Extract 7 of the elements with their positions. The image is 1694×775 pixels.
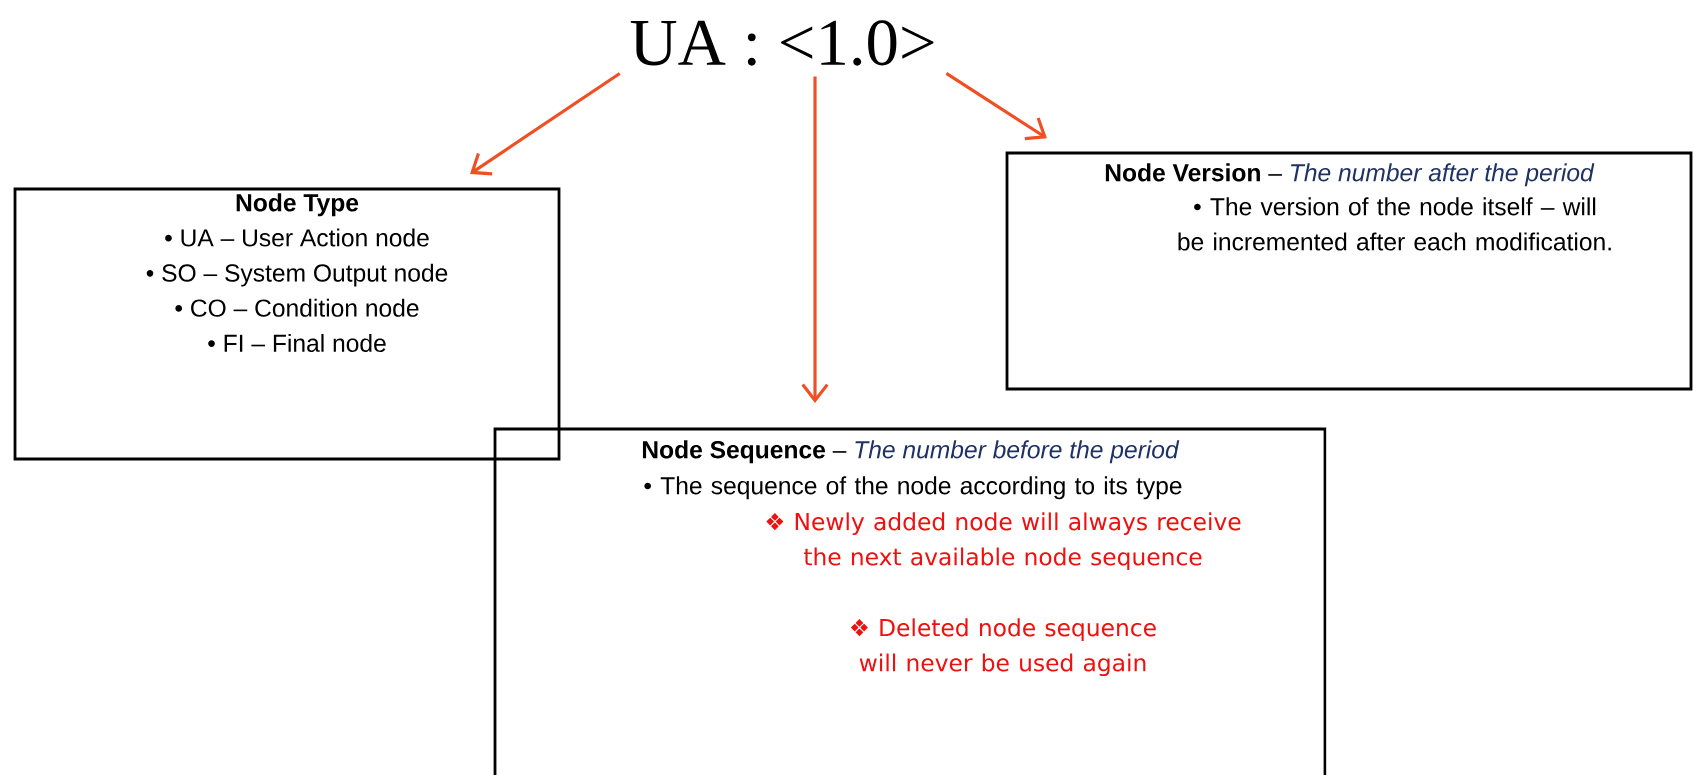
text-box: Node Type • UA – User Action node • SO – System Output node • CO – Condition node • FI – Final node bbox=[13, 187, 561, 461]
text-box: Node Sequence – The number before the period • The sequence of the node according to its type ❖ Newly added node will always receive the next available node sequence ❖ Deleted node sequence will never be used again bbox=[493, 427, 1327, 775]
text-box: Node Version – The number after the period • The version of the node itself – will be incremented after each modification. bbox=[1005, 151, 1693, 391]
title-text: UA : <1.0> bbox=[630, 20, 934, 66]
arrow bbox=[801, 76, 829, 403]
arrow bbox=[945, 72, 1047, 141]
arrow bbox=[470, 72, 621, 176]
